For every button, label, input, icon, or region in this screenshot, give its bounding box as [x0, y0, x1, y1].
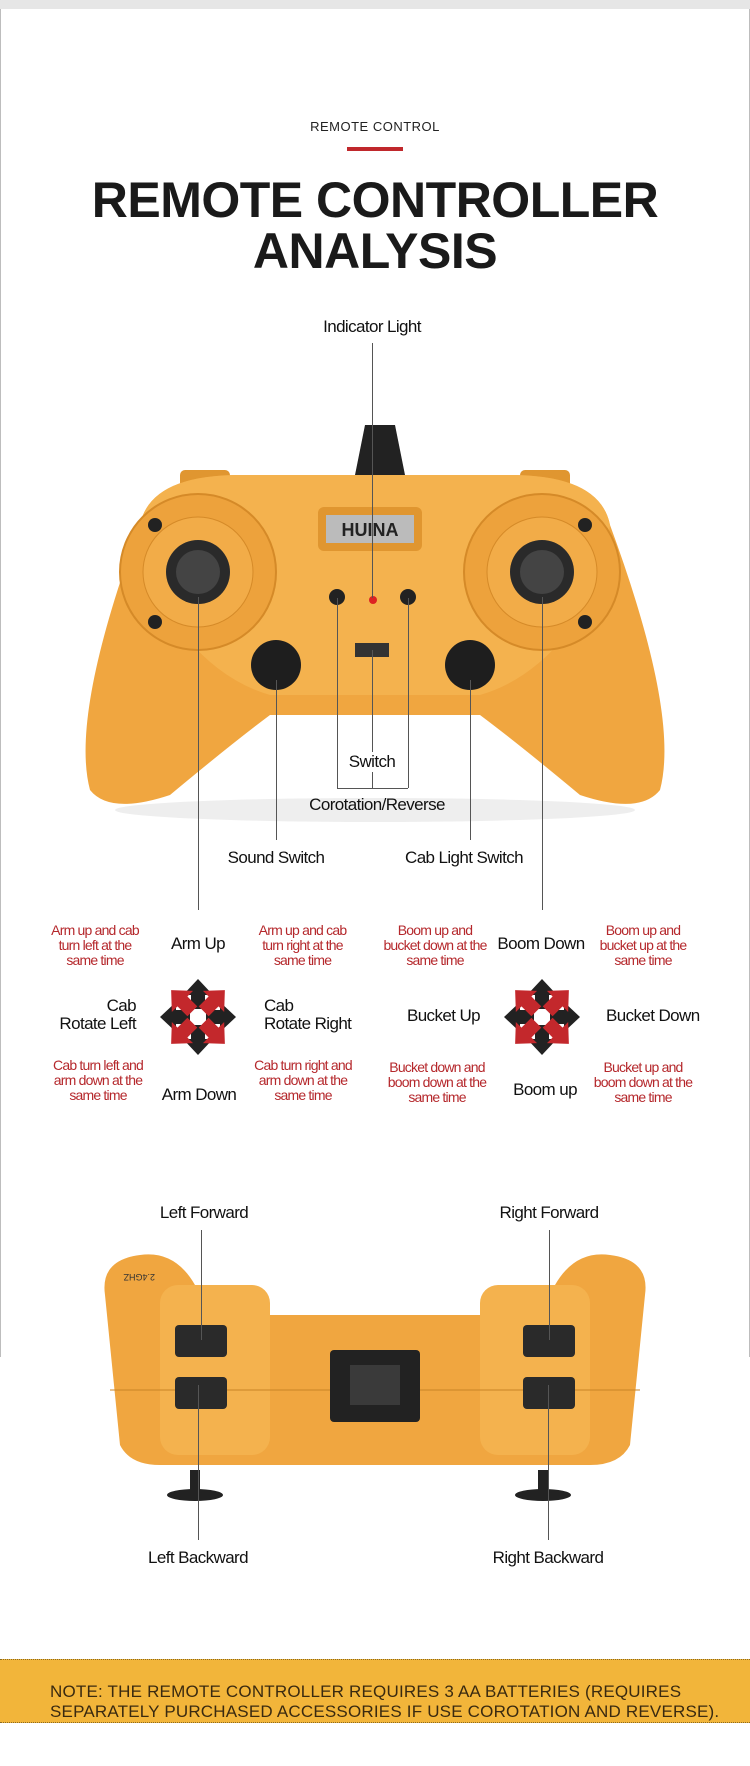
left-down-left-label: Cab turn left and arm down at the same t… — [53, 1057, 144, 1103]
right-down-left-label: Bucket down and boom down at the same ti… — [387, 1059, 487, 1105]
page-title-line1: REMOTE CONTROLLER — [91, 172, 659, 228]
right-left-label: Bucket Up — [406, 1006, 481, 1025]
right-up-left-label: Boom up and bucket down at the same time — [383, 922, 487, 968]
kicker-underline — [347, 147, 403, 151]
leader-line — [549, 1230, 550, 1340]
leader-line — [198, 1385, 199, 1540]
brand-logo: HUINA — [342, 520, 399, 540]
right-up-label: Boom Down — [497, 934, 585, 953]
label-cab-light-switch: Cab Light Switch — [405, 848, 524, 867]
leader-line — [408, 598, 409, 788]
right-right-label: Bucket Down — [606, 1006, 700, 1025]
left-down-right-label: Cab turn right and arm down at the same … — [254, 1057, 352, 1103]
top-bar — [0, 0, 750, 9]
left-up-right-label: Arm up and cab turn right at the same ti… — [258, 922, 347, 968]
battery-note: NOTE: THE REMOTE CONTROLLER REQUIRES 3 A… — [0, 1659, 750, 1723]
label-left-backward: Left Backward — [148, 1548, 249, 1567]
leader-line — [372, 343, 373, 598]
left-left-label: Cab Rotate Left — [59, 996, 136, 1033]
left-right-label: Cab Rotate Right — [264, 996, 352, 1033]
right-down-right-label: Bucket up and boom down at the same time — [593, 1059, 693, 1105]
right-up-right-label: Boom up and bucket up at the same time — [599, 922, 688, 968]
label-switch: Switch — [348, 752, 396, 772]
leader-line — [201, 1230, 202, 1340]
right-stick-leader — [542, 597, 543, 910]
right-stick-arrows — [504, 979, 580, 1055]
left-down-label: Arm Down — [161, 1085, 237, 1104]
left-up-label: Arm Up — [170, 934, 226, 953]
leader-line — [470, 680, 471, 840]
controller-top-image: HUINA — [85, 425, 665, 822]
frame-left — [0, 9, 1, 1357]
left-stick-arrows — [160, 979, 236, 1055]
label-left-forward: Left Forward — [159, 1203, 249, 1222]
label-indicator-light: Indicator Light — [323, 317, 421, 336]
leader-line — [548, 1385, 549, 1540]
right-down-label: Boom up — [513, 1080, 577, 1099]
controller-bottom-image: 2.4GHZ — [104, 1254, 646, 1501]
label-right-forward: Right Forward — [499, 1203, 600, 1222]
leader-line — [276, 680, 277, 840]
label-right-backward: Right Backward — [492, 1548, 604, 1567]
page-title-line2: ANALYSIS — [252, 223, 498, 279]
leader-line — [337, 788, 372, 789]
leader-line — [372, 650, 373, 788]
frequency-tag: 2.4GHZ — [123, 1272, 155, 1282]
label-corotation-reverse: Corotation/Reverse — [309, 795, 445, 814]
section-kicker: REMOTE CONTROL — [310, 119, 440, 134]
leader-line — [337, 598, 338, 788]
leader-line — [372, 788, 408, 789]
left-stick-leader — [198, 597, 199, 910]
left-up-left-label: Arm up and cab turn left at the same tim… — [51, 922, 139, 968]
label-sound-switch: Sound Switch — [227, 848, 325, 867]
